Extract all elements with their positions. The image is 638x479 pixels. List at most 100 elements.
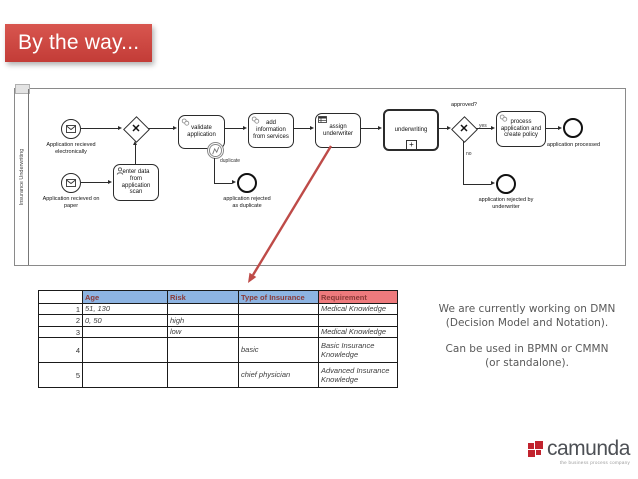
flow-arrowhead [232, 180, 236, 184]
flow-arrowhead [491, 125, 495, 130]
cell-requirement: Advanced Insurance Knowledge [318, 362, 398, 388]
task-enter-data: enter data from application scan [113, 164, 159, 201]
cell-risk [167, 303, 239, 315]
sequence-flow [81, 182, 108, 184]
end-event-processed [563, 118, 583, 138]
start-event-electronic-label: Application recieved electronically [46, 142, 96, 155]
flow-label-no: no [466, 151, 472, 157]
flow-arrowhead [378, 125, 382, 130]
flow-arrowhead [173, 125, 177, 130]
camunda-wordmark: camunda [547, 437, 630, 460]
row-number: 5 [38, 362, 83, 388]
cell-age [82, 362, 168, 388]
bpmn-diagram: Insurance Underwriting Application recie… [14, 84, 626, 266]
flow-arrowhead [447, 125, 451, 130]
service-task-icon [499, 114, 508, 122]
sequence-flow [81, 128, 118, 130]
table-row: 4 basic Basic Insurance Knowledge [38, 337, 398, 363]
flow-arrowhead [132, 140, 137, 145]
end-event-rejected [496, 174, 516, 194]
cell-risk: low [167, 326, 239, 338]
note-paragraph-1: We are currently working on DMN (Decisio… [438, 303, 616, 329]
header-type: Type of Insurance [238, 290, 319, 304]
table-row: 2 0, 50 high [38, 314, 398, 327]
sequence-flow [439, 128, 447, 130]
message-icon [66, 179, 76, 187]
sequence-flow [214, 158, 216, 183]
camunda-logo-icon [528, 440, 543, 457]
sequence-flow [546, 128, 558, 130]
message-icon [66, 125, 76, 133]
end-event-processed-label: application processed [546, 142, 601, 148]
end-event-rejected-label: application rejected by underwriter [478, 197, 534, 210]
flow-arrowhead [491, 181, 495, 185]
error-icon [212, 147, 220, 155]
cell-risk: high [167, 314, 239, 327]
end-event-duplicate [237, 173, 257, 193]
note-paragraph-2: Can be used in BPMN or CMMN (or standalo… [445, 343, 609, 369]
xor-gateway-marker: ✕ [459, 123, 469, 135]
header-risk: Risk [167, 290, 239, 304]
pool-header: Insurance Underwriting [15, 89, 29, 265]
task-label: underwriting [394, 126, 428, 133]
sequence-flow [135, 145, 137, 164]
boundary-error-event [207, 142, 224, 159]
row-number: 2 [38, 314, 83, 327]
task-label: validate application [187, 125, 216, 138]
gateway-approved-label: approved? [451, 102, 477, 108]
flow-arrowhead [558, 125, 562, 130]
task-add-information: add information from services [248, 113, 294, 148]
sequence-flow [148, 128, 173, 130]
table-header-row: Age Risk Type of Insurance Requirement [38, 290, 398, 304]
slide-title: By the way... [18, 31, 140, 54]
task-label: assign underwriter [322, 123, 353, 137]
task-label: enter data from application scan [121, 168, 151, 196]
end-event-duplicate-label: application rejected as duplicate [223, 196, 271, 209]
cell-age: 51, 130 [82, 303, 168, 315]
row-number: 3 [38, 326, 83, 338]
cell-type: basic [238, 337, 319, 363]
start-event-electronic [61, 119, 81, 139]
camunda-tagline: the business process company [559, 460, 630, 465]
cell-age: 0, 50 [82, 314, 168, 327]
cell-type [238, 303, 319, 315]
sequence-flow [476, 128, 491, 130]
pool-label: Insurance Underwriting [18, 148, 25, 206]
table-row: 1 51, 130 Medical Knowledge [38, 303, 398, 315]
task-assign-underwriter: assign underwriter [315, 113, 361, 148]
cell-risk [167, 362, 239, 388]
start-event-paper-label: Application recieved on paper [42, 196, 100, 209]
business-rule-task-icon [318, 116, 327, 123]
table-row: 3 low Medical Knowledge [38, 326, 398, 338]
task-label: add information from services [253, 120, 289, 140]
xor-gateway-marker: ✕ [131, 123, 141, 135]
cell-type [238, 314, 319, 327]
subprocess-expand-marker: + [406, 140, 417, 150]
table-row: 5 chief physician Advanced Insurance Kno… [38, 362, 398, 388]
cell-requirement: Medical Knowledge [318, 326, 398, 338]
flow-label-yes: yes [479, 123, 487, 129]
cell-requirement [318, 314, 398, 327]
row-number: 4 [38, 337, 83, 363]
row-number: 1 [38, 303, 83, 315]
header-age: Age [82, 290, 168, 304]
service-task-icon [181, 118, 190, 126]
sequence-flow [225, 128, 243, 130]
user-task-icon [116, 167, 124, 175]
service-task-icon [251, 116, 260, 124]
flow-arrowhead [310, 125, 314, 130]
task-process-application: process application and create policy [496, 111, 546, 147]
sequence-flow [294, 128, 310, 130]
cell-type [238, 326, 319, 338]
cell-requirement: Basic Insurance Knowledge [318, 337, 398, 363]
sequence-flow [463, 141, 465, 184]
flow-arrowhead [243, 125, 247, 130]
task-label: process application and create policy [500, 118, 542, 139]
header-requirement: Requirement [318, 290, 398, 304]
slide-title-banner: By the way... [5, 24, 152, 62]
cell-type: chief physician [238, 362, 319, 388]
boundary-event-label: duplicate [220, 158, 241, 164]
note-text: We are currently working on DMN (Decisio… [437, 303, 617, 384]
header-rownum [38, 290, 83, 304]
